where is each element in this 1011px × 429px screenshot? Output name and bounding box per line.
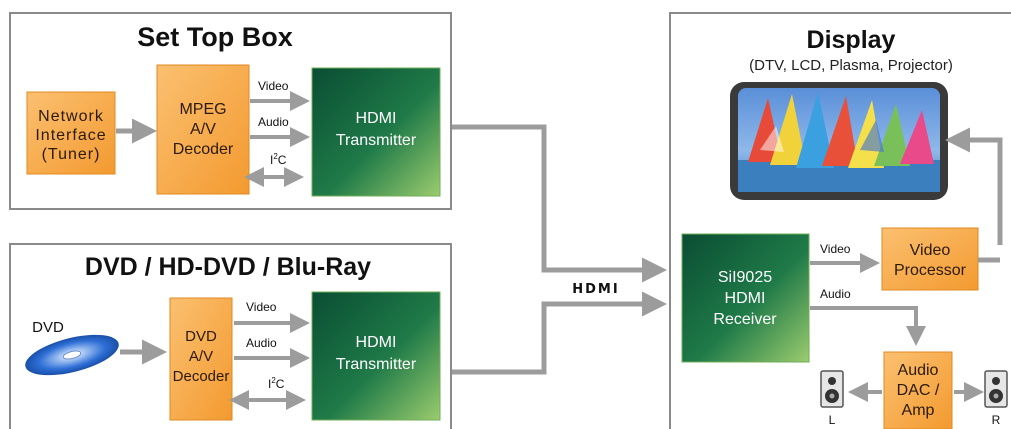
dvd-decoder-line-3: Decoder [173, 368, 230, 385]
display-audio-label: Audio [820, 287, 851, 301]
hdmi-logo: HDMI [572, 282, 619, 297]
network-interface-line-1: Network [38, 108, 104, 125]
stb-hdmi-cable [452, 124, 667, 283]
stb-video-label: Video [258, 79, 289, 93]
audio-dac-line-3: Amp [902, 402, 935, 419]
dvd-hdmi-cable [452, 291, 667, 375]
dvd-transmitter-line-1: HDMI [356, 334, 397, 351]
dvd-decoder-line-1: DVD [185, 328, 217, 345]
dvd-player-title: DVD / HD-DVD / Blu-Ray [85, 253, 371, 281]
video-processor-line-1: Video [910, 242, 951, 259]
dvd-player-panel: DVD / HD-DVD / Blu-Ray DVD DVD A/V Decod… [9, 243, 452, 429]
dvd-audio-label: Audio [246, 336, 277, 350]
receiver-line-3: Receiver [713, 311, 777, 328]
dvd-decoder-block: DVD A/V Decoder [169, 297, 233, 421]
set-top-box-panel: Set Top Box Network Interface (Tuner) MP… [9, 12, 452, 210]
video-processor-line-2: Processor [894, 262, 967, 279]
right-speaker-label: R [992, 413, 1001, 427]
stb-i2c-label: I2C [270, 152, 287, 167]
dvd-decoder-line-2: A/V [189, 348, 213, 365]
left-speaker-label: L [829, 413, 836, 427]
stb-transmitter-line-2: Transmitter [336, 132, 417, 149]
right-speaker-icon [984, 370, 1008, 408]
receiver-audio-arrow [810, 306, 926, 346]
sii9025-receiver-block: SiI9025 HDMI Receiver [681, 233, 810, 363]
dvd-disc-icon [25, 334, 119, 376]
video-processor-block: Video Processor [881, 227, 979, 291]
dvd-video-label: Video [246, 300, 277, 314]
receiver-line-1: SiI9025 [718, 269, 772, 286]
processor-to-screen-arrow [945, 127, 1003, 245]
mpeg-decoder-block: MPEG A/V Decoder [156, 64, 250, 195]
audio-dac-amp-block: Audio DAC / Amp [883, 351, 953, 429]
left-speaker-icon [820, 370, 844, 408]
stb-transmitter-line-1: HDMI [356, 110, 397, 127]
mpeg-decoder-line-2: A/V [190, 121, 216, 138]
network-interface-line-3: (Tuner) [42, 146, 101, 163]
mpeg-decoder-line-1: MPEG [179, 101, 226, 118]
dvd-source-label: DVD [32, 319, 64, 336]
dvd-i2c-label: I2C [268, 376, 285, 391]
network-interface-block: Network Interface (Tuner) [26, 91, 116, 175]
dvd-hdmi-transmitter-block: HDMI Transmitter [311, 291, 441, 421]
mpeg-decoder-line-3: Decoder [173, 141, 234, 158]
display-title: Display [807, 26, 896, 54]
set-top-box-title: Set Top Box [137, 22, 293, 52]
audio-dac-line-1: Audio [898, 362, 939, 379]
network-interface-line-2: Interface [35, 127, 106, 144]
dvd-transmitter-line-2: Transmitter [336, 356, 417, 373]
windsurfer-picture [730, 82, 948, 200]
display-video-label: Video [820, 242, 851, 256]
stb-hdmi-transmitter-block: HDMI Transmitter [311, 67, 441, 197]
audio-dac-line-2: DAC / [897, 382, 940, 399]
display-panel: Display (DTV, LCD, Plasma, Projector) Si… [669, 12, 1011, 429]
stb-audio-label: Audio [258, 115, 289, 129]
display-subtitle: (DTV, LCD, Plasma, Projector) [749, 57, 953, 74]
receiver-line-2: HDMI [725, 290, 766, 307]
